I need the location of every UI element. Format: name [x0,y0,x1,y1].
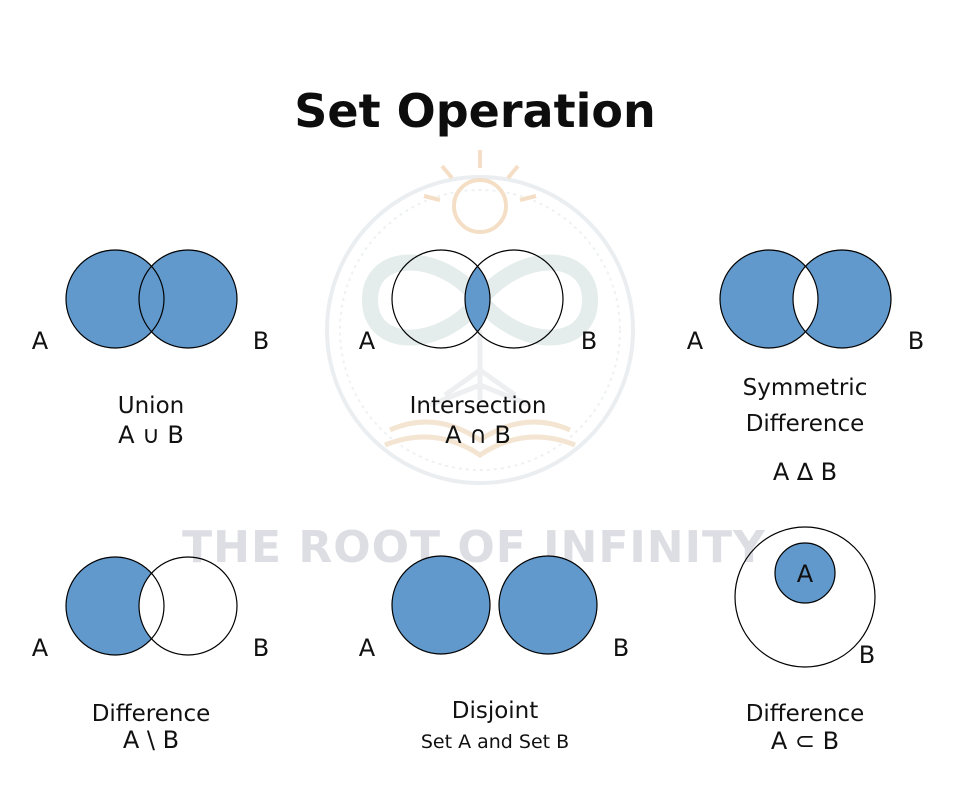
symdiff-name-line1: Symmetric [743,375,868,401]
intersection-notation: A ∩ B [445,421,511,449]
intersection-label-a: A [359,327,376,355]
difference-name: Difference [92,701,211,727]
difference-panel: A B Difference A \ B [32,556,269,754]
watermark-logo-icon: THE ROOT OF INFINITY [182,150,766,573]
page-title: Set Operation [294,84,655,138]
symdiff-set-b-circle [793,250,891,348]
difference-label-b: B [253,634,269,662]
subset-label-a: A [797,560,814,588]
union-name: Union [118,393,184,419]
intersection-name: Intersection [410,393,547,419]
difference-notation: A \ B [123,726,179,754]
symdiff-set-a-circle [720,250,818,348]
watermark-ring-outer [325,175,635,485]
intersection-set-a-circle [391,249,491,349]
tree-roots-icon [429,330,531,408]
watermark-text: THE ROOT OF INFINITY [182,522,766,573]
symdiff-label-b: B [908,327,924,355]
lightbulb-icon [423,150,537,234]
disjoint-label-b: B [613,634,629,662]
subset-set-a-circle [774,542,836,604]
intersection-set-b-circle [464,249,564,349]
disjoint-name: Disjoint [452,698,539,724]
subset-set-b-circle [734,526,876,668]
symdiff-notation: A ∆ B [773,458,837,486]
disjoint-notation: Set A and Set B [421,731,569,753]
watermark-ring-inner [339,189,621,471]
intersection-label-b: B [581,327,597,355]
union-notation: A ∪ B [118,421,184,449]
disjoint-panel: A B Disjoint Set A and Set B [359,555,629,753]
difference-set-b-circle [138,556,238,656]
union-set-a-circle [66,250,164,348]
disjoint-set-b-circle [498,555,598,655]
union-label-a: A [32,327,49,355]
union-panel: A B Union A ∪ B [32,249,269,449]
disjoint-label-a: A [359,634,376,662]
symdiff-label-a: A [687,327,704,355]
subset-panel: A B Difference A ⊂ B [734,526,876,755]
union-set-b-circle [139,250,237,348]
difference-set-a-circle [66,557,164,655]
union-label-b: B [253,327,269,355]
subset-name: Difference [746,701,865,727]
disjoint-set-a-circle [391,555,491,655]
subset-notation: A ⊂ B [771,727,839,755]
symmetric-difference-panel: A B Symmetric Difference A ∆ B [687,249,924,486]
book-icon [384,419,576,459]
symdiff-name-line2: Difference [746,411,865,437]
subset-label-b: B [859,641,875,669]
difference-label-a: A [32,634,49,662]
